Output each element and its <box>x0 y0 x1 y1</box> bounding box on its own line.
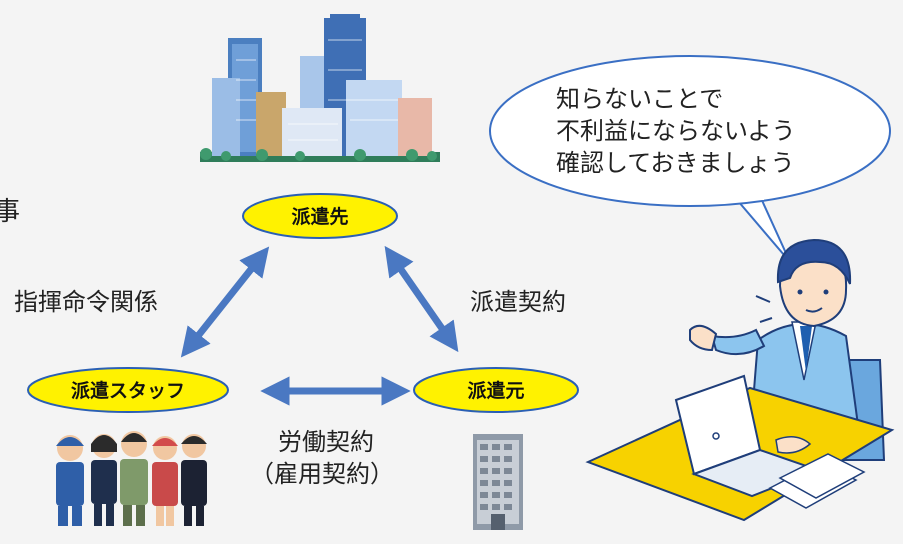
edge-text: 事 <box>0 197 20 227</box>
command-relation-label: 指揮命令関係 <box>14 288 158 316</box>
speech-bubble: 知らないことで 不利益にならないよう 確認しておきましょう <box>489 55 891 263</box>
staff-label: 派遣スタッフ <box>71 379 185 402</box>
agency-label: 派遣元 <box>467 379 524 402</box>
staff-people-illustration <box>56 431 207 526</box>
bubble-line-3: 確認しておきましょう <box>556 149 795 177</box>
agency-building-illustration <box>473 434 523 530</box>
bubble-line-2: 不利益にならないよう <box>556 117 796 145</box>
client-label: 派遣先 <box>291 205 348 228</box>
node-agency: 派遣元 <box>413 367 579 413</box>
relation-arrows <box>180 245 459 406</box>
dispatch-contract-label: 派遣契約 <box>470 288 566 316</box>
client-buildings-illustration <box>200 14 440 162</box>
node-client: 派遣先 <box>242 193 398 239</box>
command-arrow <box>180 246 270 358</box>
employment-contract-label: （雇用契約） <box>250 460 394 488</box>
businessman-illustration <box>585 238 895 522</box>
bubble-line-1: 知らないことで <box>556 85 723 113</box>
node-staff: 派遣スタッフ <box>27 367 229 413</box>
dispatch-contract-arrow <box>384 245 459 353</box>
labor-contract-label: 労働契約 <box>278 428 374 456</box>
